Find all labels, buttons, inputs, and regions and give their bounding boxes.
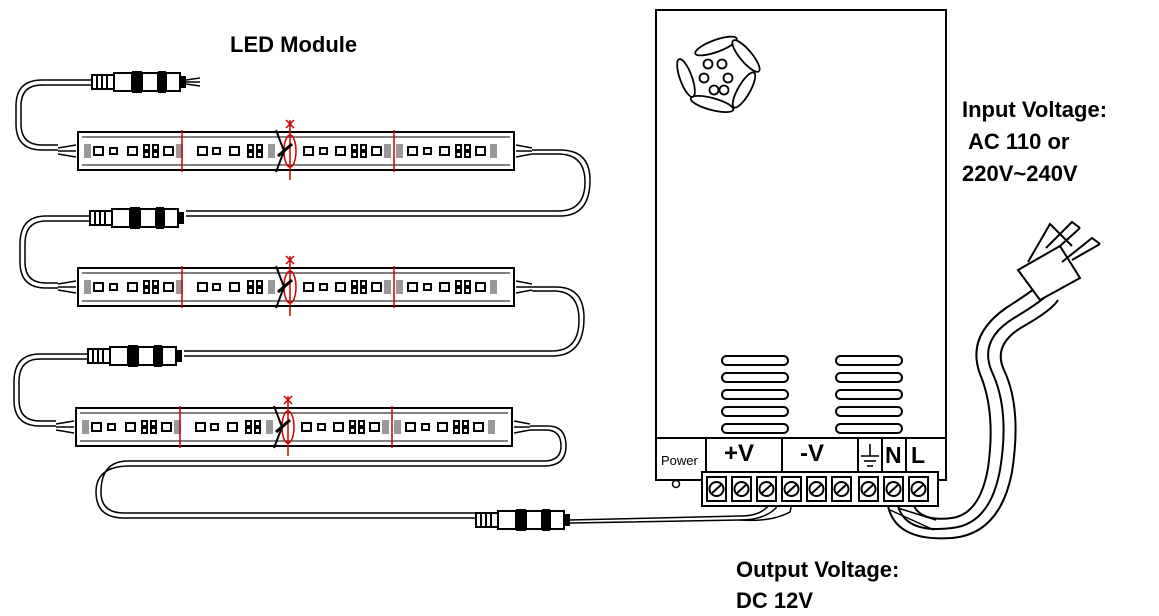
led-strip-2 — [56, 254, 534, 318]
output-voltage-title: Output Voltage: — [736, 557, 900, 582]
input-voltage-title: Input Voltage: — [962, 97, 1108, 122]
ac-power-cord — [887, 283, 1059, 540]
terminal-screws — [706, 476, 929, 502]
dc-connector-output — [475, 508, 571, 532]
terminal-positive-label: +V — [724, 440, 755, 467]
dc-connector-middle — [89, 206, 185, 230]
power-indicator-label: Power — [661, 453, 698, 468]
power-supply — [655, 9, 947, 507]
output-voltage-dc: DC 12V — [736, 588, 814, 613]
ac-plug-icon — [1016, 220, 1101, 302]
terminal-neutral-label: N — [885, 442, 902, 468]
fan-icon — [676, 35, 761, 114]
input-voltage-range: 220V~240V — [962, 161, 1078, 186]
dc-connector-top — [91, 70, 187, 94]
led-strip-1 — [56, 118, 534, 182]
dc-connector-bottom — [87, 344, 183, 368]
led-strip-3 — [54, 394, 532, 458]
input-voltage-ac: AC 110 or — [968, 129, 1070, 154]
terminal-live-label: L — [911, 442, 926, 468]
ground-icon — [861, 444, 879, 467]
led-module-label: LED Module — [230, 32, 358, 57]
terminal-negative-label: -V — [800, 440, 824, 467]
wires — [13, 77, 797, 524]
